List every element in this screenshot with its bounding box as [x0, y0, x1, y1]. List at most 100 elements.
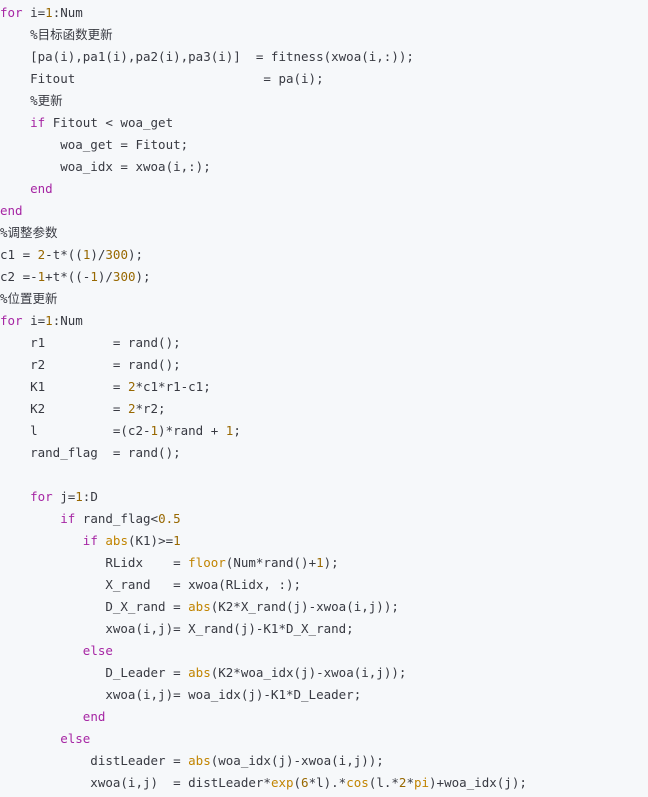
code-line: if Fitout < woa_get — [0, 112, 648, 134]
code-text-token: %更新 — [0, 93, 63, 108]
code-text-token: rand_flag = rand(); — [0, 445, 181, 460]
code-text-token: ; — [233, 423, 241, 438]
code-text-token — [0, 181, 30, 196]
code-line: for j=1:D — [0, 486, 648, 508]
code-line: if rand_flag<0.5 — [0, 508, 648, 530]
code-text-token: (woa_idx(j)-xwoa(i,j)); — [210, 753, 384, 768]
code-line: else — [0, 728, 648, 750]
code-line: Fitout = pa(i); — [0, 68, 648, 90]
number-token: 1 — [37, 269, 46, 284]
builtin-function-token: abs — [188, 599, 211, 614]
code-line: woa_idx = xwoa(i,:); — [0, 156, 648, 178]
number-token: 6 — [301, 775, 309, 790]
code-text-token: K1 = — [0, 379, 128, 394]
code-text-token: distLeader = — [0, 753, 189, 768]
number-token: 1 — [45, 5, 53, 20]
code-text-token: (K2*X_rand(j)-xwoa(i,j)); — [210, 599, 399, 614]
code-line: %位置更新 — [0, 288, 648, 310]
code-text-token: )/ — [90, 247, 106, 262]
code-text-token: -t*(( — [45, 247, 83, 262]
code-text-token: (K2*woa_idx(j)-xwoa(i,j)); — [210, 665, 407, 680]
code-line: distLeader = abs(woa_idx(j)-xwoa(i,j)); — [0, 750, 648, 772]
code-text-token: r1 = rand(); — [0, 335, 181, 350]
builtin-function-token: abs — [188, 665, 211, 680]
code-text-token: X_rand = xwoa(RLidx, :); — [0, 577, 302, 592]
code-text-token: i= — [22, 5, 46, 20]
number-token: 300 — [105, 247, 128, 262]
number-token: 1 — [225, 423, 234, 438]
builtin-function-token: abs — [188, 753, 211, 768]
code-text-token: [pa(i),pa1(i),pa2(i),pa3(i)] = fitness(x… — [0, 49, 414, 64]
code-line: end — [0, 200, 648, 222]
keyword-token: for — [30, 489, 53, 504]
keyword-token: end — [0, 203, 23, 218]
code-text-token: xwoa(i,j)= woa_idx(j)-K1*D_Leader; — [0, 687, 362, 702]
code-text-token: *r2; — [135, 401, 166, 416]
code-line: for i=1:Num — [0, 310, 648, 332]
code-text-token — [0, 115, 30, 130]
code-text-token: )+woa_idx(j); — [429, 775, 527, 790]
code-text-token: i= — [22, 313, 46, 328]
code-line: r1 = rand(); — [0, 332, 648, 354]
code-text-token: c2 =- — [0, 269, 38, 284]
code-text-token: rand_flag< — [75, 511, 159, 526]
code-line: for i=1:Num — [0, 2, 648, 24]
code-line: K2 = 2*r2; — [0, 398, 648, 420]
code-text-token: ); — [127, 247, 144, 262]
code-text-token — [0, 533, 83, 548]
code-text-token: +t*((- — [45, 269, 91, 284]
code-text-token: :Num — [52, 5, 83, 20]
code-line: end — [0, 178, 648, 200]
code-text-token — [0, 731, 60, 746]
code-line — [0, 464, 648, 486]
number-token: 2 — [398, 775, 407, 790]
code-line: D_X_rand = abs(K2*X_rand(j)-xwoa(i,j)); — [0, 596, 648, 618]
builtin-function-token: exp — [270, 775, 294, 790]
code-text-token: j= — [52, 489, 76, 504]
number-token: 1 — [90, 269, 98, 284]
builtin-function-token: cos — [346, 775, 369, 790]
code-text-token: *l).* — [308, 775, 347, 790]
code-line: %目标函数更新 — [0, 24, 648, 46]
code-text-token: ( — [293, 775, 302, 790]
builtin-function-token: floor — [188, 555, 226, 570]
keyword-token: end — [30, 181, 53, 196]
number-token: 2 — [37, 247, 46, 262]
code-line: [pa(i),pa1(i),pa2(i),pa3(i)] = fitness(x… — [0, 46, 648, 68]
code-text-token: Fitout = pa(i); — [0, 71, 324, 86]
code-line: c1 = 2-t*((1)/300); — [0, 244, 648, 266]
code-line: xwoa(i,j)= X_rand(j)-K1*D_X_rand; — [0, 618, 648, 640]
code-text-token: %位置更新 — [0, 291, 58, 306]
code-text-token: ); — [135, 269, 151, 284]
code-line: if abs(K1)>=1 — [0, 530, 648, 552]
code-text-token — [0, 709, 83, 724]
code-line: l =(c2-1)*rand + 1; — [0, 420, 648, 442]
code-text-token: )*rand + — [158, 423, 226, 438]
code-text-token: :D — [82, 489, 98, 504]
code-text-token: * — [406, 775, 414, 790]
keyword-token: for — [0, 313, 23, 328]
number-token: 1 — [316, 555, 324, 570]
code-text-token — [0, 511, 60, 526]
code-text-token: K2 = — [0, 401, 128, 416]
number-token: 1 — [150, 423, 159, 438]
code-text-token: %调整参数 — [0, 225, 58, 240]
code-text-token: l =(c2- — [0, 423, 151, 438]
keyword-token: for — [0, 5, 23, 20]
code-text-token: ); — [323, 555, 339, 570]
code-line: else — [0, 640, 648, 662]
code-line: xwoa(i,j)= woa_idx(j)-K1*D_Leader; — [0, 684, 648, 706]
code-text-token: (Num*rand()+ — [225, 555, 317, 570]
keyword-token: end — [82, 709, 106, 724]
code-text-token: *c1*r1-c1; — [135, 379, 211, 394]
code-text-token: :Num — [52, 313, 83, 328]
keyword-token: else — [82, 643, 113, 658]
code-line: r2 = rand(); — [0, 354, 648, 376]
code-text-token: Fitout < woa_get — [45, 115, 174, 130]
number-token: 1 — [75, 489, 83, 504]
keyword-token: if — [30, 115, 46, 130]
code-line: c2 =-1+t*((-1)/300); — [0, 266, 648, 288]
code-text-token: D_Leader = — [0, 665, 189, 680]
code-line: D_Leader = abs(K2*woa_idx(j)-xwoa(i,j)); — [0, 662, 648, 684]
